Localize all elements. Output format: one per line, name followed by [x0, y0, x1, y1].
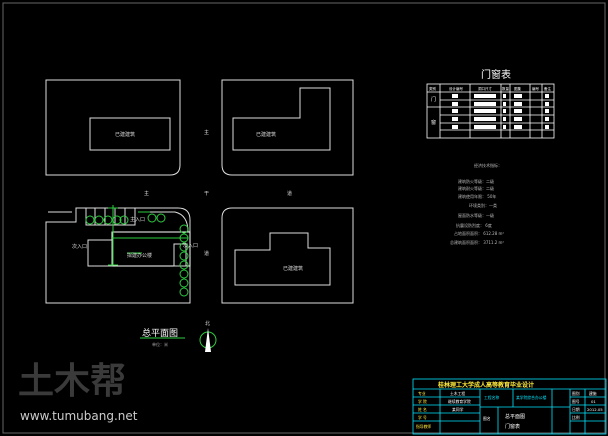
- th-code: 设计编号: [449, 86, 463, 91]
- tb-right-value-2: 01: [591, 399, 596, 404]
- tb-right-label-4: 比例: [572, 415, 580, 420]
- label-secondary-entrance-e: 次入口: [183, 242, 198, 249]
- block-nw: [45, 79, 181, 176]
- tb-right-label-1: 图别: [572, 391, 580, 396]
- road-char-1: 主: [204, 129, 209, 136]
- group-door: 门: [431, 96, 436, 103]
- block-sw: [45, 207, 191, 304]
- note-7: 占地面积面积： 612.28 m²: [454, 230, 504, 236]
- block-ne: [221, 79, 354, 176]
- road-char-5: 道: [204, 250, 209, 257]
- note-8: 总建筑面积面积： 3711.2 m²: [450, 239, 504, 245]
- tb-right-value-3: 2012.05: [587, 407, 603, 412]
- tb-label-id: 学 号: [418, 415, 427, 420]
- note-5: 屋面防水等级：一级: [458, 212, 494, 218]
- th-category: 类别: [429, 86, 437, 91]
- tb-label-college: 学 院: [418, 399, 427, 404]
- plan-scale: 单位：米: [152, 341, 168, 347]
- north-arrow-icon: [199, 328, 217, 352]
- tb-value-name: 某同学: [452, 407, 464, 412]
- tb-label-name: 姓 名: [418, 407, 427, 412]
- north-label: 北: [205, 320, 210, 327]
- label-existing-nw: 已建建筑: [115, 131, 135, 138]
- tb-right-label-3: 日期: [572, 407, 580, 412]
- existing-building-ne: [232, 87, 331, 151]
- tb-value-major: 土木工程: [450, 391, 465, 396]
- note-1: 建筑防火等级：二级: [458, 178, 494, 184]
- road-char-2: 主: [144, 190, 149, 197]
- label-secondary-entrance-w: 次入口: [72, 243, 87, 250]
- th-qty: 数量: [502, 86, 510, 91]
- th-size: 洞口尺寸: [478, 86, 492, 91]
- note-6: 抗震设防烈度： 6度: [456, 222, 492, 228]
- tb-drawing-name-2: 门窗表: [505, 423, 520, 430]
- tb-label-advisor: 指导教师: [416, 424, 431, 429]
- tb-drawing-name-1: 总平面图: [505, 413, 525, 420]
- site-blocks: [45, 79, 354, 304]
- notes-title: 经济技术指标：: [474, 162, 502, 168]
- door-window-table: [426, 83, 555, 139]
- watermark-logo: 土木帮: [18, 361, 126, 402]
- tb-right-label-2: 图号: [572, 399, 580, 404]
- tb-drawing-label: 图名: [483, 416, 491, 421]
- label-main-entrance: 主入口: [130, 216, 145, 223]
- note-2: 建筑耐火等级：二级: [458, 185, 494, 191]
- tb-value-college: 继续教育学院: [448, 399, 471, 404]
- plan-title: 总平面图: [142, 327, 178, 339]
- table-title: 门窗表: [481, 68, 511, 81]
- road-char-4: 道: [287, 190, 292, 197]
- label-existing-se: 已建建筑: [283, 265, 303, 272]
- group-window: 窗: [431, 119, 436, 126]
- th-remark: 备注: [544, 86, 552, 91]
- title-block: [412, 378, 607, 435]
- note-4: 环境类别：一类: [469, 202, 497, 208]
- block-se: [221, 207, 354, 304]
- label-existing-ne: 已建建筑: [256, 131, 276, 138]
- existing-building-se: [234, 232, 331, 286]
- tb-project-type: 工程名称: [484, 395, 499, 400]
- label-new-building: 拟建办公楼: [127, 252, 152, 259]
- watermark-url: www.tumubang.net: [20, 409, 138, 423]
- table-cells: [452, 94, 549, 129]
- tb-school: 桂林理工大学成人高等教育毕业设计: [437, 381, 534, 389]
- landscaping: [85, 205, 189, 297]
- th-atlas: 图集: [514, 86, 522, 91]
- th-num: 编号: [532, 86, 540, 91]
- tb-project-name: 某学院综合办公楼: [516, 395, 547, 400]
- tb-label-major: 专业: [418, 391, 426, 396]
- new-building-outline: [111, 231, 191, 267]
- existing-building-nw: [89, 117, 171, 151]
- note-3: 建筑使用年限： 50年: [458, 193, 496, 199]
- road-char-3: 干: [204, 191, 209, 197]
- tb-right-value-1: 建施: [589, 391, 597, 396]
